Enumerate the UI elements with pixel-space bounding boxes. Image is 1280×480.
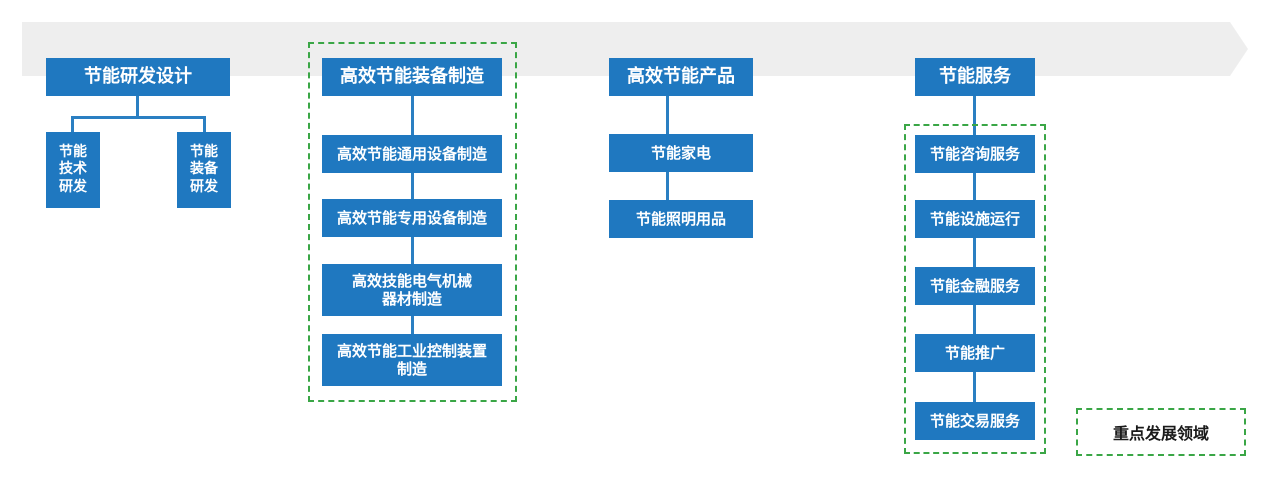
legend-label: 重点发展领域 <box>1112 424 1209 443</box>
products-child-appliances: 节能家电 <box>609 134 753 172</box>
connector <box>71 116 74 133</box>
equipment-child-general: 高效节能通用设备制造 <box>322 135 502 173</box>
equipment-child-special: 高效节能专用设备制造 <box>322 199 502 237</box>
equipment-child-electrical: 高效技能电气机械 器材制造 <box>322 264 502 316</box>
services-child-consulting: 节能咨询服务 <box>915 135 1035 173</box>
focus-area-frame-equipment <box>308 42 517 402</box>
equipment-title: 高效节能装备制造 <box>322 58 502 96</box>
services-child-operation: 节能设施运行 <box>915 200 1035 238</box>
equipment-child-control: 高效节能工业控制装置 制造 <box>322 334 502 386</box>
rnd-child-equipment: 节能 装备 研发 <box>177 132 231 208</box>
products-title: 高效节能产品 <box>609 58 753 96</box>
connector <box>136 96 139 118</box>
connector <box>973 96 976 402</box>
products-child-lighting: 节能照明用品 <box>609 200 753 238</box>
services-title: 节能服务 <box>915 58 1035 96</box>
services-child-promotion: 节能推广 <box>915 334 1035 372</box>
connector <box>71 116 205 119</box>
services-child-finance: 节能金融服务 <box>915 267 1035 305</box>
rnd-title: 节能研发设计 <box>46 58 230 96</box>
rnd-child-tech: 节能 技术 研发 <box>46 132 100 208</box>
legend-frame <box>1076 408 1246 456</box>
connector <box>203 116 206 133</box>
services-child-trading: 节能交易服务 <box>915 402 1035 440</box>
focus-area-frame-services <box>904 124 1046 454</box>
